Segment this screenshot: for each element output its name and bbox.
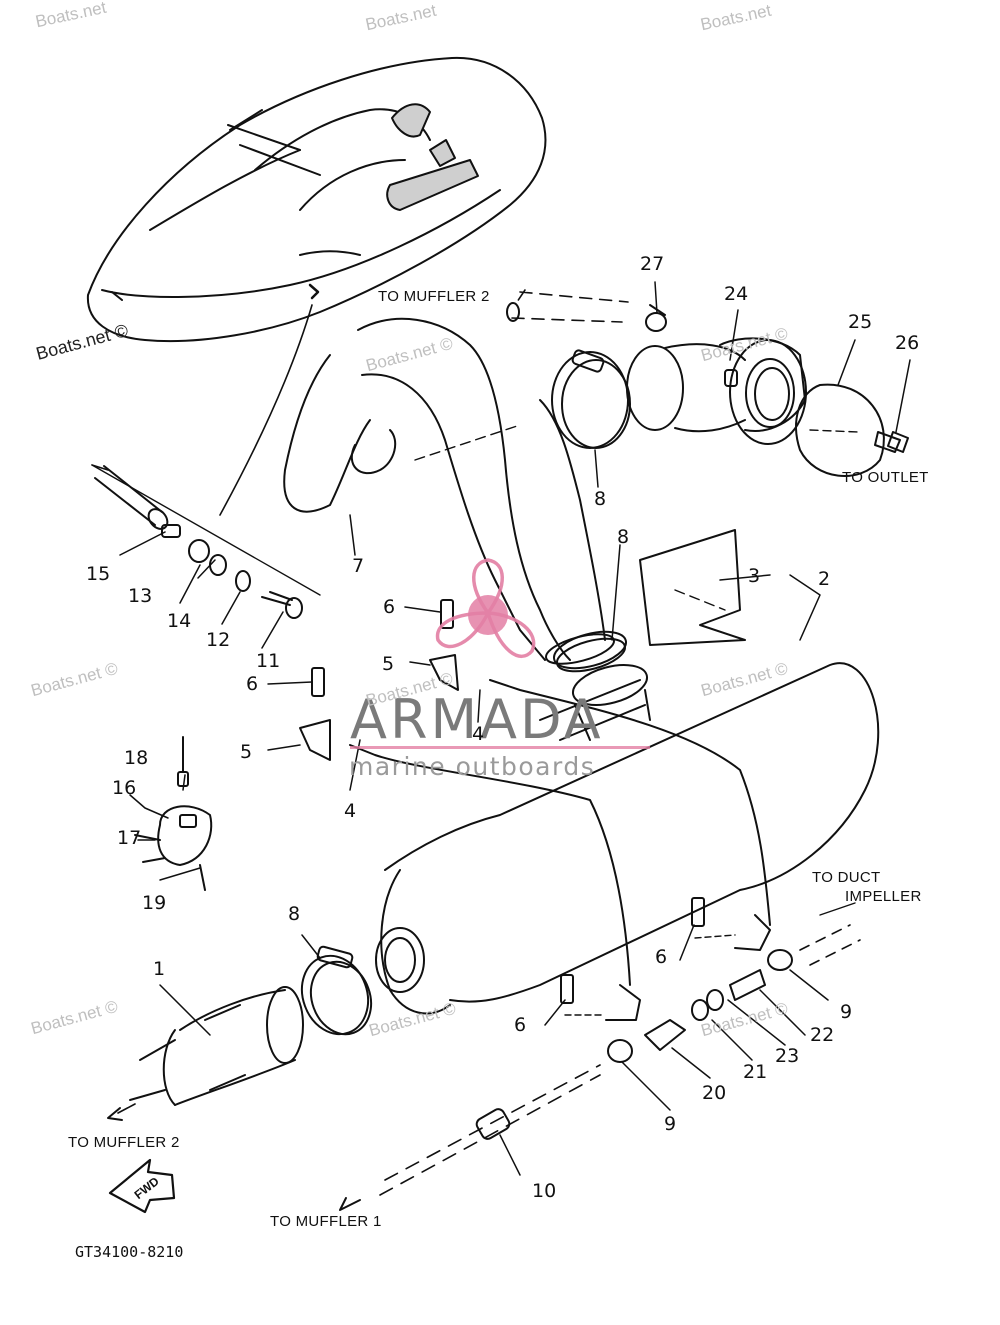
callout-8: 8 [288, 903, 301, 925]
propeller-logo-icon [435, 558, 536, 658]
callout-8: 8 [594, 488, 607, 510]
outlet-elbow-group [506, 289, 909, 477]
callout-13: 13 [128, 585, 153, 607]
label-to-muffler-2-bottom: TO MUFFLER 2 [68, 1134, 180, 1151]
fwd-arrow [108, 1158, 176, 1214]
callout-25: 25 [848, 311, 873, 333]
label-to-outlet: TO OUTLET [842, 469, 929, 486]
callout-12: 12 [206, 629, 231, 651]
callout-2: 2 [818, 568, 831, 590]
muffler-body [349, 529, 880, 1021]
callout-18: 18 [124, 747, 149, 769]
brand-tagline: marine outboards [349, 752, 596, 781]
callout-11: 11 [256, 650, 281, 672]
callout-6: 6 [246, 673, 259, 695]
callout-1: 1 [153, 958, 166, 980]
callout-24: 24 [724, 283, 749, 305]
water-hose-10 [339, 902, 861, 1211]
callout-5: 5 [382, 653, 395, 675]
callout-17: 17 [117, 827, 142, 849]
callout-21: 21 [743, 1061, 768, 1083]
small-hose-group [94, 465, 303, 619]
callout-15: 15 [86, 563, 111, 585]
diagram-code: GT34100-8210 [75, 1243, 184, 1261]
callout-10: 10 [532, 1180, 557, 1202]
callout-27: 27 [640, 253, 665, 275]
brand-underline [350, 746, 650, 749]
callout-6: 6 [655, 946, 668, 968]
callout-4: 4 [344, 800, 357, 822]
callout-14: 14 [167, 610, 192, 632]
callout-19: 19 [142, 892, 167, 914]
callout-6: 6 [514, 1014, 527, 1036]
watercraft-illustration [86, 56, 547, 343]
callout-8: 8 [617, 526, 630, 548]
leader-lines [119, 281, 911, 1176]
label-to-muffler-1: TO MUFFLER 1 [270, 1213, 382, 1230]
fittings-20-23 [644, 969, 766, 1051]
callout-6: 6 [383, 596, 396, 618]
callout-23: 23 [775, 1045, 800, 1067]
muffler-inlet-pipe [107, 986, 304, 1121]
label-to-duct: TO DUCT [812, 869, 881, 886]
callout-16: 16 [112, 777, 137, 799]
brand-name: ARMADA [350, 688, 604, 751]
callout-26: 26 [895, 332, 920, 354]
callout-9: 9 [664, 1113, 677, 1135]
clip-assembly [134, 736, 213, 891]
label-impeller: IMPELLER [845, 888, 922, 905]
bracket-hardware [299, 599, 736, 1016]
callout-4: 4 [472, 723, 485, 745]
callout-7: 7 [352, 555, 365, 577]
label-to-muffler-2-top: TO MUFFLER 2 [378, 288, 490, 305]
callout-20: 20 [702, 1082, 727, 1104]
callout-22: 22 [810, 1024, 835, 1046]
callout-3: 3 [748, 565, 761, 587]
callout-5: 5 [240, 741, 253, 763]
callout-9: 9 [840, 1001, 853, 1023]
